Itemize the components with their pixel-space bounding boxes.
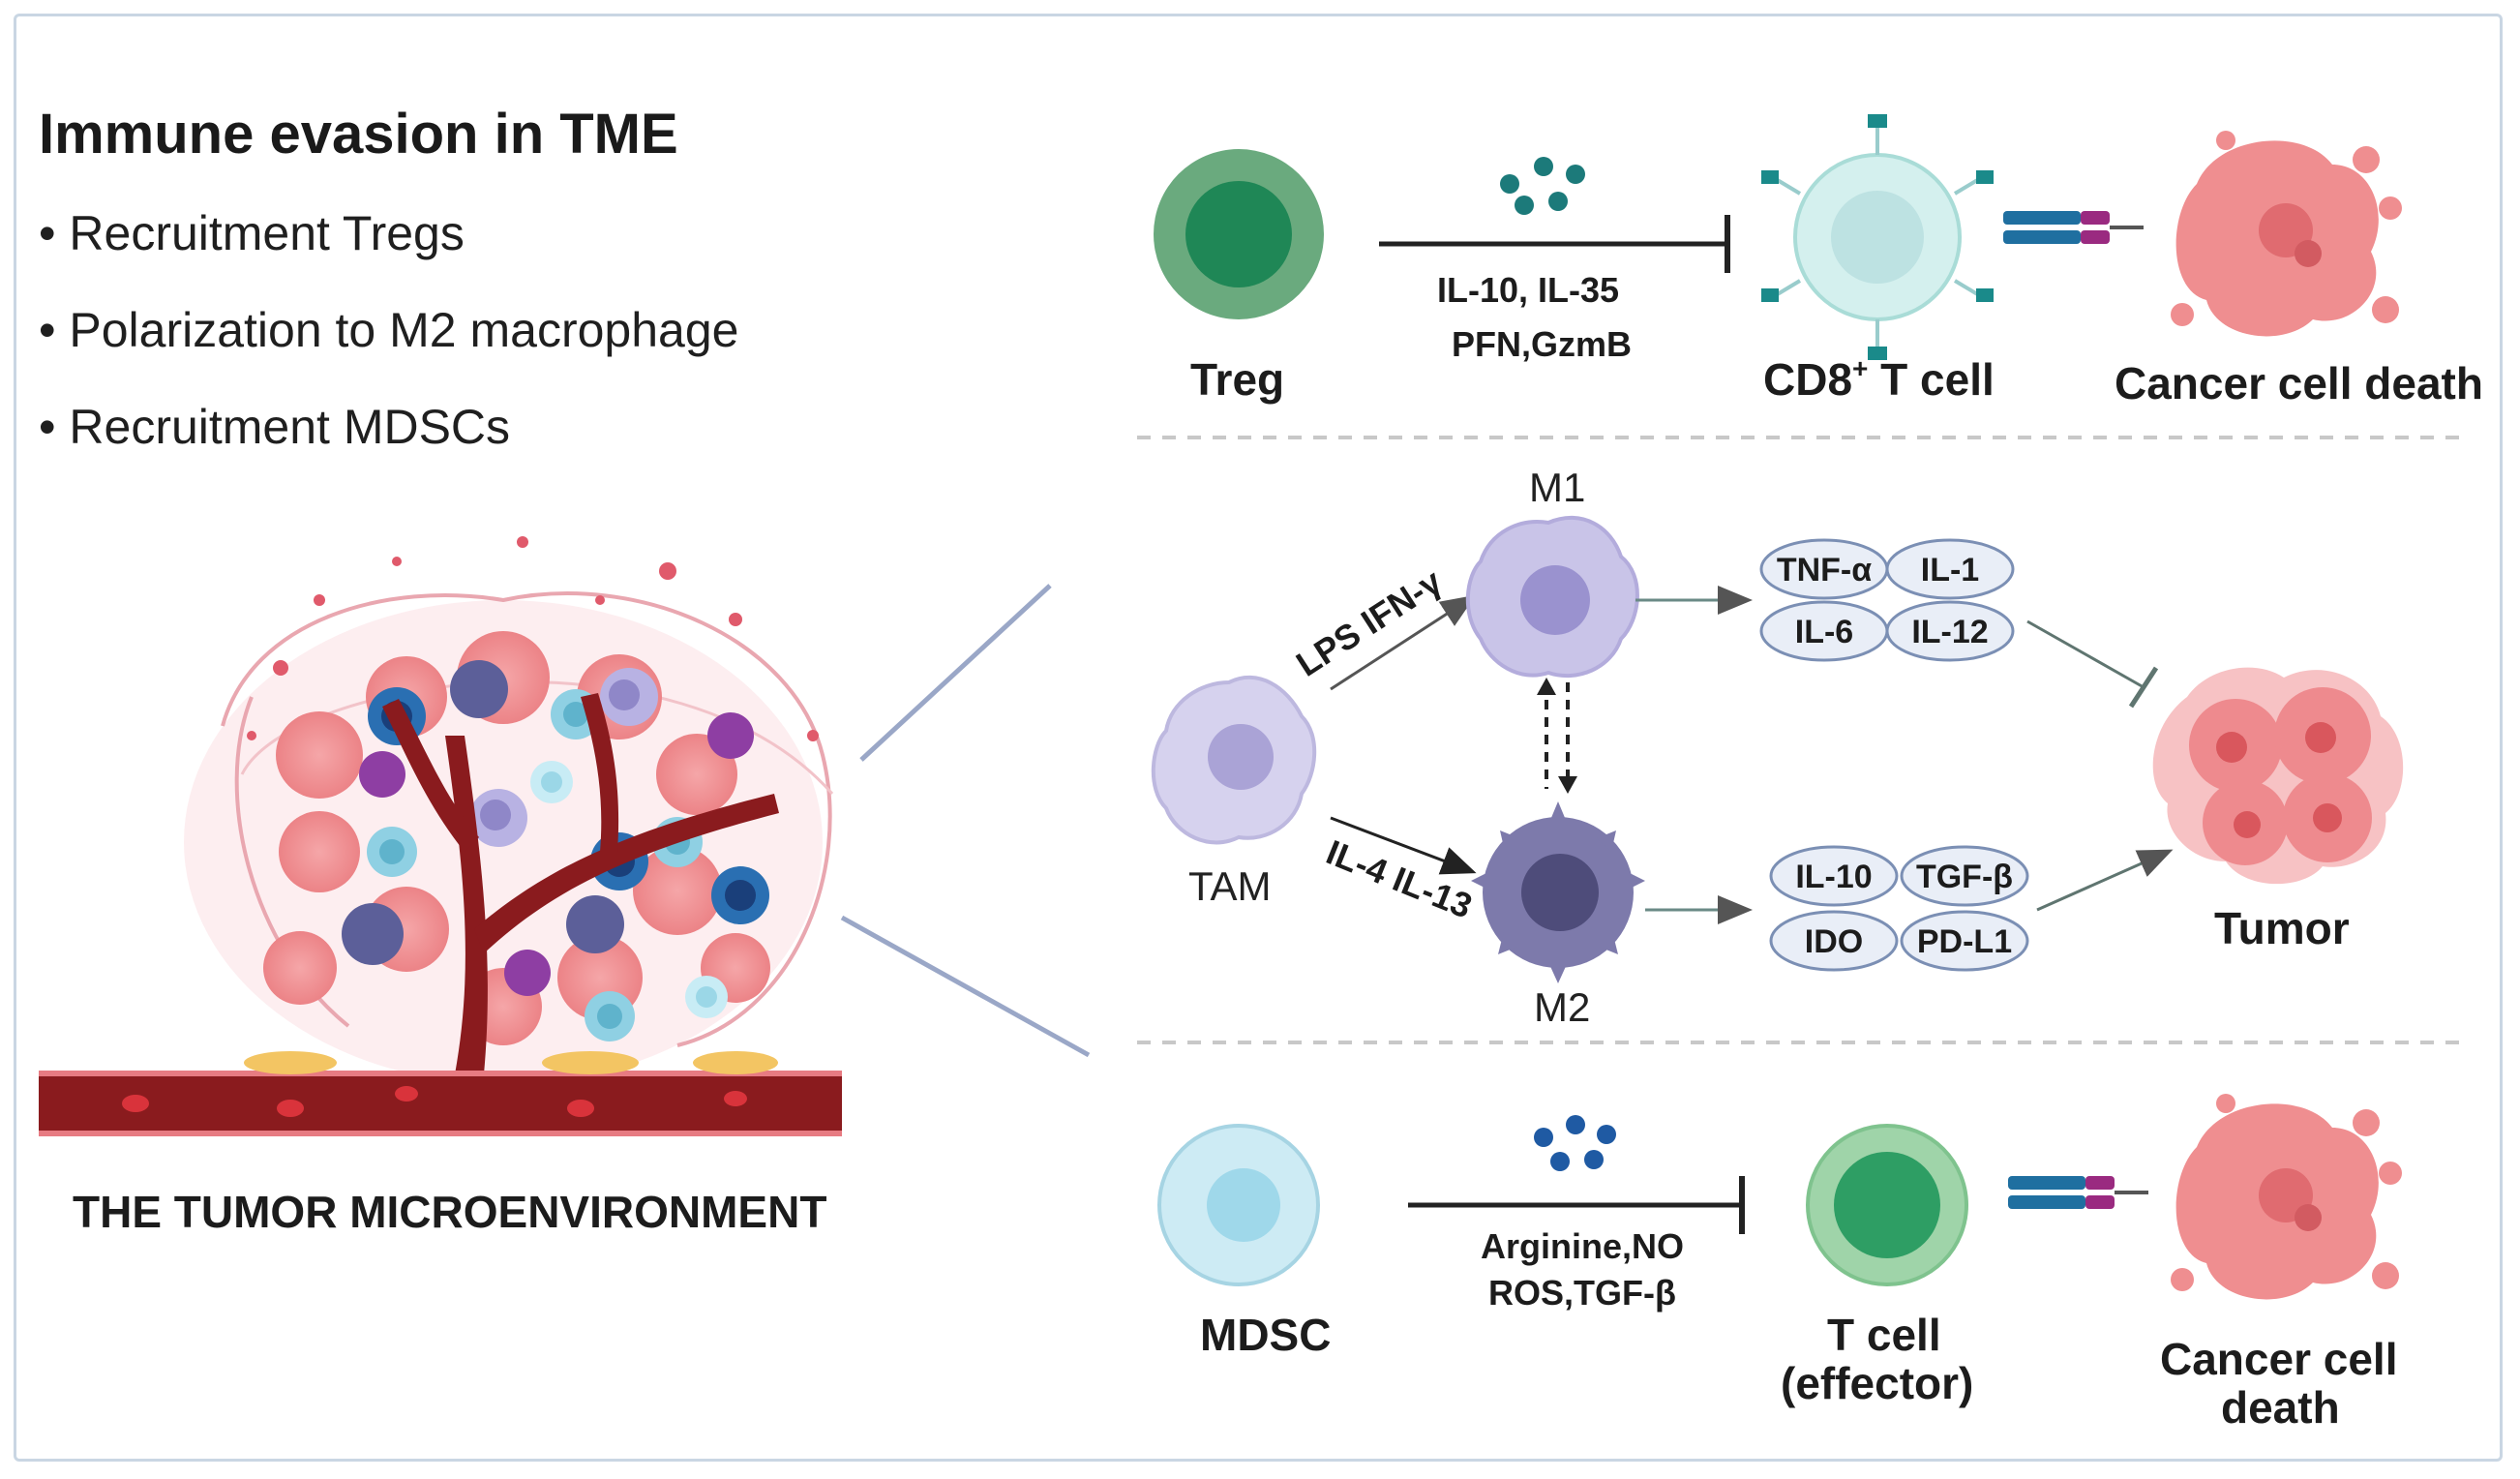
cd8-label-main: CD8	[1763, 354, 1852, 405]
zoom-line-top	[859, 584, 1052, 762]
treg-factors-line1: IL-10, IL-35	[1437, 270, 1619, 310]
m2-macrophage	[1471, 801, 1645, 983]
mdsc-factors-line1: Arginine,NO	[1481, 1226, 1684, 1266]
cytokine-pd-l1	[1900, 910, 2029, 972]
cytokine-il-6-label: IL-6	[1795, 614, 1853, 650]
treg-cell	[1154, 149, 1324, 319]
m1-label: M1	[1529, 465, 1585, 510]
treg-label: Treg	[1190, 354, 1284, 405]
cd8-label: CD8+ T cell	[1763, 353, 1995, 405]
receptor-ligand-1	[2003, 211, 2144, 244]
m1-macrophage	[1465, 516, 1639, 679]
cytokine-il-1-label: IL-1	[1921, 552, 1979, 589]
effector-t-cell	[1806, 1124, 1968, 1286]
tam-cell	[1151, 676, 1317, 845]
cytokine-il-1	[1885, 538, 2015, 600]
cytokine-tgf-beta	[1900, 845, 2029, 907]
effector-label-line2: (effector)	[1781, 1358, 1973, 1408]
zoom-line-bottom	[840, 915, 1091, 1058]
tam-label: TAM	[1188, 863, 1272, 909]
cancer-death-label-2-line2: death	[2221, 1382, 2340, 1433]
cd8-label-suffix: T cell	[1868, 354, 1994, 405]
m1-cytokines-inhibit-bar	[2128, 666, 2159, 709]
mdsc-label: MDSC	[1200, 1310, 1331, 1360]
treg-secreted-dots	[1500, 157, 1585, 215]
cancer-cell-death-1	[2171, 131, 2402, 337]
cytokine-ido-label: IDO	[1805, 923, 1863, 960]
tme-illustration	[39, 536, 842, 1136]
m1-cytokines-inhibit-line	[2026, 619, 2145, 689]
effector-label-line1: T cell	[1827, 1310, 1941, 1360]
m2-cytokines-promote-arrow	[2036, 849, 2174, 912]
tumor-label: Tumor	[2214, 903, 2350, 953]
cytokine-tgf-beta-label: TGF-β	[1916, 859, 2013, 895]
m1-cytokine-group: TNF-α IL-1 IL-6 IL-12	[1759, 538, 2015, 662]
tam-to-m1-arrow	[1330, 594, 1477, 691]
m2-stimuli-label: IL-4 IL-13	[1321, 831, 1478, 925]
cytokine-il-12	[1885, 600, 2015, 662]
m1-m2-arrowhead-up	[1537, 678, 1556, 695]
cytokine-il-10	[1769, 845, 1899, 907]
bullet-recruitment-tregs: • Recruitment Tregs	[39, 206, 465, 260]
m2-cytokine-group: IL-10 TGF-β IDO PD-L1	[1769, 845, 2029, 972]
bullet-polarization-m2: • Polarization to M2 macrophage	[39, 303, 738, 357]
cytokine-il-10-label: IL-10	[1795, 859, 1872, 895]
cancer-death-label-2-line1: Cancer cell	[2160, 1334, 2397, 1384]
cytokine-il-12-label: IL-12	[1911, 614, 1988, 650]
receptor-ligand-2	[2008, 1176, 2148, 1209]
cd8-t-cell	[1761, 114, 1994, 360]
tam-to-m2-arrow	[1330, 816, 1477, 875]
bullet-recruitment-mdscs: • Recruitment MDSCs	[39, 400, 510, 454]
cytokine-tnf-alpha-label: TNF-α	[1777, 552, 1872, 589]
tumor-cluster	[2152, 667, 2404, 885]
cancer-cell-death-2	[2171, 1094, 2402, 1300]
m1-m2-arrowhead-down	[1558, 776, 1577, 794]
cytokine-pd-l1-label: PD-L1	[1917, 923, 2012, 960]
mdsc-factors-line2: ROS,TGF-β	[1488, 1273, 1676, 1313]
treg-factors-line2: PFN,GzmB	[1452, 324, 1632, 364]
mdsc-secreted-dots	[1534, 1115, 1616, 1171]
cancer-death-label-1: Cancer cell death	[2115, 358, 2483, 408]
figure-border	[14, 14, 2503, 1462]
cd8-label-sup: +	[1852, 353, 1868, 383]
cytokine-ido	[1769, 910, 1899, 972]
panel-title: Immune evasion in TME	[39, 103, 678, 166]
m2-label: M2	[1534, 984, 1590, 1030]
tme-label: THE TUMOR MICROENVIRONMENT	[73, 1187, 826, 1237]
mdsc-cell	[1157, 1124, 1320, 1286]
